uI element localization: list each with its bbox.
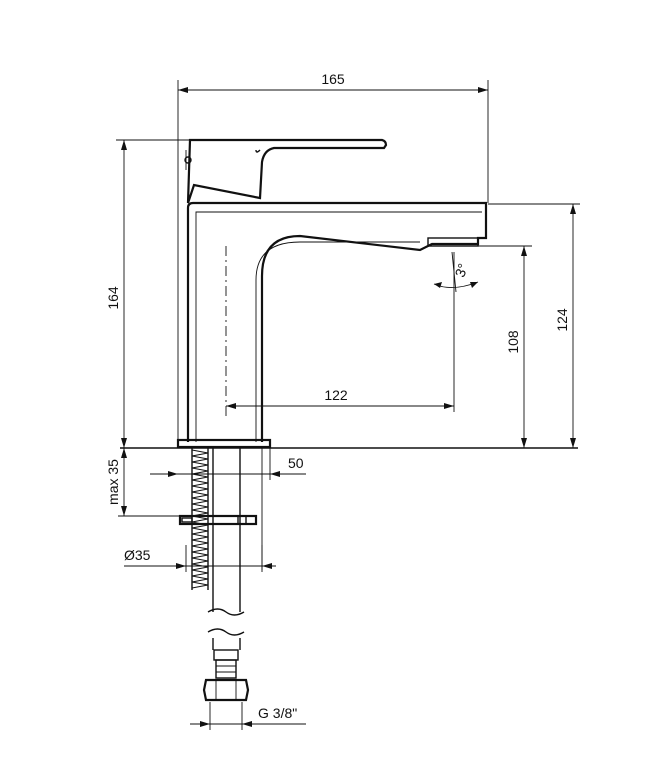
handle-lever-join — [255, 149, 261, 153]
dim-base-diameter: 50 — [150, 447, 306, 480]
faucet-body — [176, 201, 488, 449]
break-mark-top — [207, 608, 245, 616]
base-plate — [176, 438, 272, 449]
dim-label-3deg: 3° — [451, 261, 471, 279]
aerator — [427, 237, 479, 247]
dim-label-50: 50 — [288, 455, 304, 471]
dim-label-max35: max 35 — [105, 459, 121, 505]
connector-collar — [213, 649, 239, 661]
dim-overall-width: 165 — [177, 71, 489, 440]
dim-label-d35: Ø35 — [124, 547, 151, 563]
dim-spout-height: 124 — [488, 203, 580, 448]
dim-connection: G 3/8" — [190, 702, 306, 730]
handle — [184, 138, 388, 204]
dim-label-122: 122 — [324, 387, 348, 403]
mounting-assembly — [178, 447, 263, 702]
mounting-washer — [178, 514, 258, 526]
dim-overall-height: 164 — [105, 139, 190, 448]
dim-label-164: 164 — [105, 286, 121, 310]
dim-outlet-height: 108 — [478, 245, 532, 448]
dim-label-g38: G 3/8" — [258, 705, 297, 721]
handle-indicator — [184, 156, 192, 164]
body-inner-line — [195, 211, 482, 442]
break-mark-bottom — [207, 628, 245, 636]
hex-nut — [202, 678, 250, 702]
dim-spout-reach: 122 — [226, 252, 455, 412]
dim-label-165: 165 — [321, 71, 345, 87]
threaded-rod — [191, 449, 209, 589]
dim-tilt-angle: 3° — [433, 251, 479, 293]
dim-hole-diameter: Ø35 — [124, 545, 276, 572]
dim-max-thickness: max 35 — [105, 448, 180, 517]
spout-inner-curve — [255, 241, 420, 442]
handle-outline — [186, 138, 388, 204]
dim-label-124: 124 — [554, 308, 570, 332]
dim-label-108: 108 — [505, 330, 521, 354]
